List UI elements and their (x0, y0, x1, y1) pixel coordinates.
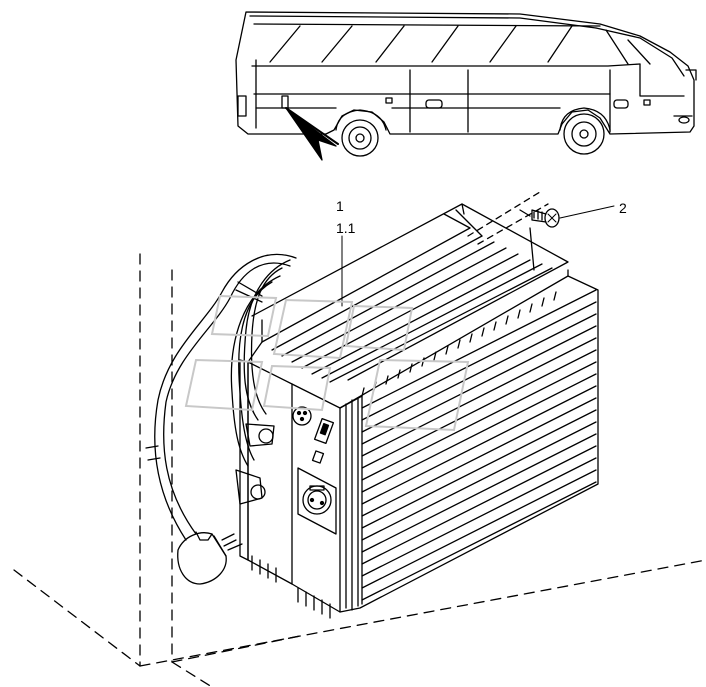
charger-unit-icon (239, 191, 599, 619)
callout-part-1-1: 1.1 (336, 220, 356, 236)
location-arrow-icon (285, 107, 339, 161)
leader-lines (341, 205, 615, 307)
callout-part-1: 1 (336, 198, 344, 214)
callout-part-2: 2 (619, 200, 627, 216)
watermark (184, 294, 470, 432)
power-cable-icon (145, 253, 297, 541)
mounting-wall (13, 253, 706, 687)
screw-icon (531, 208, 560, 228)
plug-icon (177, 531, 243, 585)
bus-outline-icon (235, 11, 697, 157)
